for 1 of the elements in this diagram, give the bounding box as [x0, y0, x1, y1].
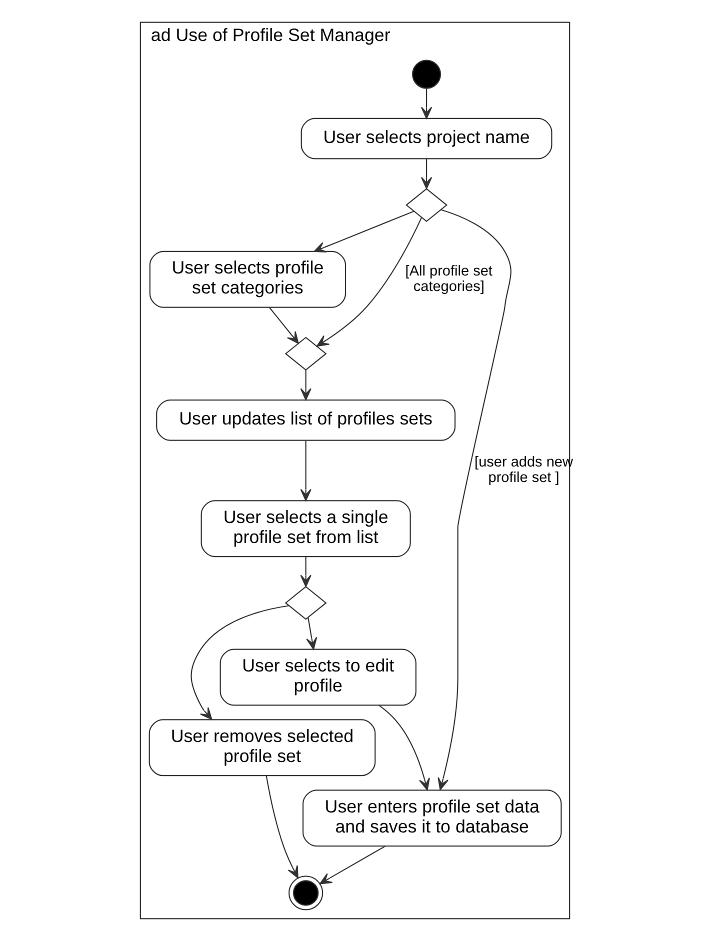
edge-label: [All profile set categories] — [405, 263, 492, 296]
